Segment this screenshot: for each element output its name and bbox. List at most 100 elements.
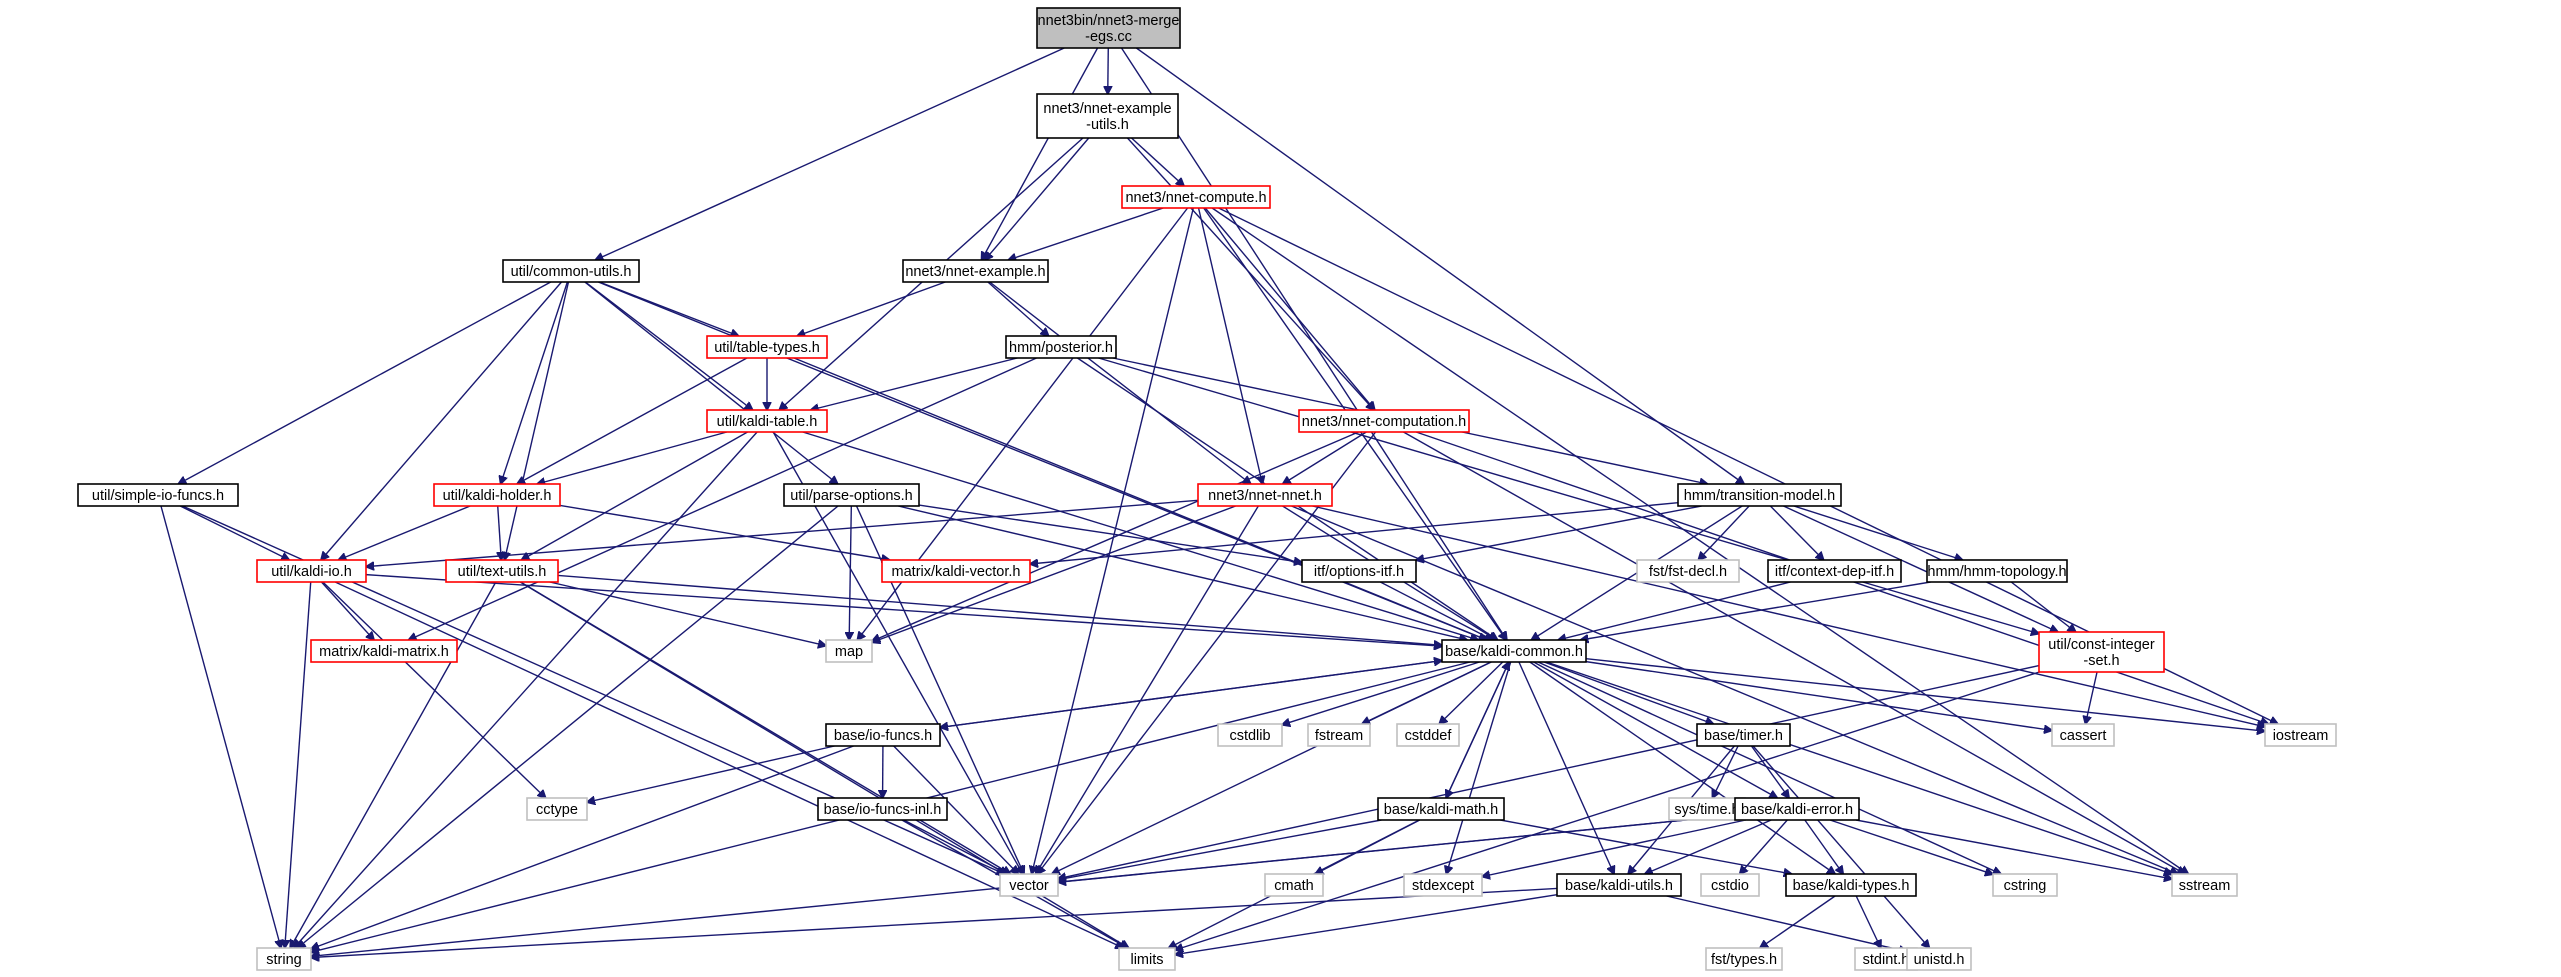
- node-table-types[interactable]: util/table-types.h: [706, 335, 828, 359]
- node-box: [1441, 639, 1587, 663]
- node-unistd: unistd.h: [1906, 947, 1972, 971]
- node-timer[interactable]: base/timer.h: [1696, 723, 1791, 747]
- edge-hmm_topology-to-const_int_set: [2010, 581, 2076, 632]
- node-label: cstdio: [1711, 878, 1749, 894]
- edge-src-to-transition_model: [1135, 47, 1744, 484]
- node-label: util/common-utils.h: [511, 264, 632, 280]
- node-posterior[interactable]: hmm/posterior.h: [1005, 335, 1117, 359]
- node-text-utils[interactable]: util/text-utils.h: [445, 559, 559, 583]
- node-hmm-topology[interactable]: hmm/hmm-topology.h: [1926, 559, 2068, 583]
- node-label: base/io-funcs-inl.h: [824, 802, 942, 818]
- edge-hmm_topology-to-kaldi_common: [1580, 581, 1931, 640]
- node-cstddef: cstddef: [1396, 723, 1460, 747]
- node-box: [256, 559, 367, 583]
- node-label: cstdlib: [1229, 728, 1270, 744]
- node-context-dep[interactable]: itf/context-dep-itf.h: [1767, 559, 1902, 583]
- edge-io_funcs-to-string: [311, 745, 854, 949]
- node-label: stdint.h: [1863, 952, 1910, 968]
- node-parse-options[interactable]: util/parse-options.h: [783, 483, 920, 507]
- node-label: util/kaldi-holder.h: [443, 488, 552, 504]
- node-label: base/kaldi-common.h: [1445, 644, 1583, 660]
- edge-nnet_compute-to-nnet_computation: [1204, 207, 1375, 410]
- node-kaldi-math[interactable]: base/kaldi-math.h: [1377, 797, 1505, 821]
- edge-nnet_compute-to-nnet_nnet: [1197, 207, 1263, 484]
- node-nnet-computation[interactable]: nnet3/nnet-computation.h: [1298, 409, 1470, 433]
- node-label: nnet3/nnet-computation.h: [1302, 414, 1466, 430]
- node-kaldi-matrix[interactable]: matrix/kaldi-matrix.h: [310, 639, 458, 663]
- node-const-int-set[interactable]: util/const-integer-set.h: [2038, 631, 2165, 673]
- node-kaldi-common[interactable]: base/kaldi-common.h: [1441, 639, 1587, 663]
- node-label: matrix/kaldi-vector.h: [892, 564, 1021, 580]
- edge-kaldi_math-to-vector: [1058, 819, 1382, 880]
- node-box: [502, 259, 640, 283]
- edge-const_int_set-to-limits: [1175, 671, 2040, 950]
- edge-table_types-to-kaldi_common: [793, 357, 1487, 640]
- node-cctype: cctype: [526, 797, 588, 821]
- node-box: [1906, 947, 1972, 971]
- node-nnet-compute[interactable]: nnet3/nnet-compute.h: [1121, 185, 1271, 209]
- edge-transition_model-to-options_itf: [1416, 505, 1702, 560]
- node-nnet-nnet[interactable]: nnet3/nnet-nnet.h: [1197, 483, 1333, 507]
- node-label: nnet3/nnet-compute.h: [1125, 190, 1266, 206]
- node-box: [1705, 947, 1783, 971]
- node-label: cctype: [536, 802, 578, 818]
- edge-common_utils-to-parse_options: [584, 281, 838, 484]
- edge-kaldi_io-to-string: [285, 581, 312, 948]
- node-box: [1396, 723, 1460, 747]
- node-io-funcs[interactable]: base/io-funcs.h: [825, 723, 941, 747]
- edge-nnet_computation-to-map: [872, 431, 1359, 641]
- node-sstream: sstream: [2171, 873, 2238, 897]
- node-label: -utils.h: [1086, 117, 1129, 133]
- edge-kaldi_common-to-cassert: [1585, 660, 2052, 731]
- edge-timer-to-kaldi_error: [1750, 745, 1789, 798]
- node-kaldi-holder[interactable]: util/kaldi-holder.h: [433, 483, 561, 507]
- node-label: base/kaldi-error.h: [1741, 802, 1853, 818]
- node-options-itf[interactable]: itf/options-itf.h: [1301, 559, 1417, 583]
- node-label: iostream: [2273, 728, 2329, 744]
- edge-transition_model-to-fst_decl: [1698, 505, 1750, 560]
- edge-kaldi_common-to-cstdlib: [1282, 661, 1480, 725]
- edge-kaldi_common-to-cstddef: [1439, 661, 1504, 724]
- node-fst-decl: fst/fst-decl.h: [1636, 559, 1740, 583]
- node-label: base/kaldi-utils.h: [1565, 878, 1673, 894]
- node-common-utils[interactable]: util/common-utils.h: [502, 259, 640, 283]
- node-kaldi-types[interactable]: base/kaldi-types.h: [1785, 873, 1917, 897]
- edge-io_funcs-to-kaldi_common: [939, 661, 1442, 729]
- node-kaldi-io[interactable]: util/kaldi-io.h: [256, 559, 367, 583]
- node-box: [1298, 409, 1470, 433]
- dependency-edges: [160, 47, 2278, 958]
- node-kaldi-table[interactable]: util/kaldi-table.h: [706, 409, 828, 433]
- node-box: [1700, 873, 1760, 897]
- node-kaldi-utils[interactable]: base/kaldi-utils.h: [1556, 873, 1682, 897]
- node-simple-io[interactable]: util/simple-io-funcs.h: [77, 483, 239, 507]
- edge-kaldi_math-to-kaldi_common: [1445, 662, 1509, 799]
- edge-posterior-to-const_int_set: [1098, 357, 2039, 634]
- node-nnet-example[interactable]: nnet3/nnet-example.h: [902, 259, 1049, 283]
- node-limits: limits: [1118, 947, 1176, 971]
- edge-kaldi_table-to-text_utils: [521, 431, 748, 560]
- node-label: stdexcept: [1412, 878, 1474, 894]
- edge-kaldi_common-to-kaldi_types: [1529, 661, 1835, 874]
- node-transition-model[interactable]: hmm/transition-model.h: [1677, 483, 1842, 507]
- node-src[interactable]: nnet3bin/nnet3-merge-egs.cc: [1036, 7, 1181, 49]
- node-label: sstream: [2179, 878, 2231, 894]
- node-label: hmm/transition-model.h: [1684, 488, 1836, 504]
- node-sys-time: sys/time.h: [1668, 797, 1746, 821]
- node-example-utils[interactable]: nnet3/nnet-example-utils.h: [1036, 93, 1179, 139]
- edge-kaldi_utils-to-unistd: [1666, 895, 1907, 952]
- edge-src-to-nnet_example: [982, 47, 1099, 260]
- node-kaldi-error[interactable]: base/kaldi-error.h: [1734, 797, 1860, 821]
- edge-kaldi_math-to-kaldi_types: [1500, 819, 1791, 874]
- node-box: [1307, 723, 1371, 747]
- node-box: [881, 559, 1031, 583]
- edge-nnet_nnet-to-iostream: [1312, 505, 2265, 727]
- node-box: [1005, 335, 1117, 359]
- edge-nnet_nnet-to-sstream: [1291, 505, 2178, 874]
- node-io-funcs-inl[interactable]: base/io-funcs-inl.h: [817, 797, 948, 821]
- edge-parse_options-to-string: [297, 505, 839, 948]
- edge-parse_options-to-options_itf: [918, 504, 1302, 562]
- node-kaldi-vector[interactable]: matrix/kaldi-vector.h: [881, 559, 1031, 583]
- edge-kaldi_table-to-kaldi_holder: [537, 431, 728, 484]
- node-box: [1785, 873, 1917, 897]
